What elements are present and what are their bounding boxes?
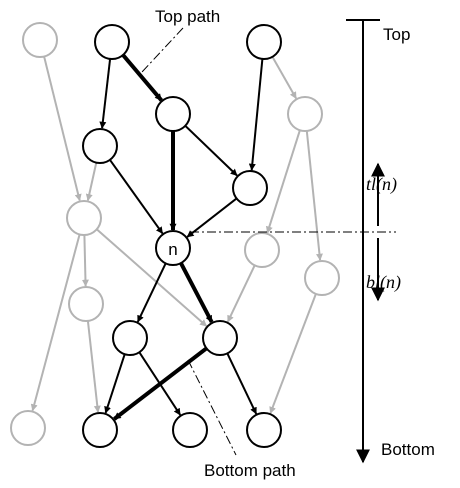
top-label: Top [383,25,410,44]
node-b10 [246,412,282,448]
edge-b4-bn [109,159,164,234]
node-n [155,230,191,266]
edge-g5-b8 [86,320,101,413]
active-nodes [82,24,282,448]
node-b7 [202,320,238,356]
bottom-path-leader [187,359,237,456]
edge-b6-b8 [104,353,126,414]
node-b2 [155,96,191,132]
edge-g6-b10 [269,293,317,414]
active-edges [99,53,264,421]
node-n-label: n [168,240,177,259]
node-g2 [287,96,323,132]
node-g1 [22,22,58,58]
node-b9 [172,412,208,448]
node-g6 [304,260,340,296]
bl-label: bl(n) [366,272,401,293]
bottom-label: Bottom [381,440,435,459]
edge-b7-b8 [113,346,208,421]
edge-b1-b4 [99,58,112,129]
node-b3 [246,24,282,60]
edge-b7-b10 [226,352,258,415]
edge-b3-b5 [248,58,264,171]
edge-b5-bn [186,197,238,238]
inactive-edges [30,56,323,414]
node-b1 [94,24,130,60]
edge-b2-b5 [184,125,238,177]
top-path-leader [141,27,184,73]
node-g7 [10,410,46,446]
edge-bn-b7 [179,262,214,323]
tl-label: tl(n) [366,174,397,195]
edge-g3-g5 [81,234,89,287]
inactive-nodes [10,22,340,446]
bottom-path-label: Bottom path [204,461,296,480]
node-b5 [232,170,268,206]
edge-b3-g2 [271,56,297,100]
edge-b1-b2 [121,53,163,102]
edge-bn-b6 [136,262,167,323]
node-b8 [82,412,118,448]
edge-g1-g3 [43,56,82,202]
edge-g3-g7 [30,234,81,412]
node-b6 [112,320,148,356]
edge-g2-g6 [305,130,323,261]
node-b4 [82,128,118,164]
node-g3 [66,200,102,236]
top-path-label: Top path [155,7,220,26]
edge-g2-g4 [265,129,301,234]
node-g4 [244,232,280,268]
edge-g3-b7 [96,228,208,327]
edge-g4-b7 [226,264,256,323]
node-g5 [68,286,104,322]
edge-b4-g3 [85,162,98,202]
